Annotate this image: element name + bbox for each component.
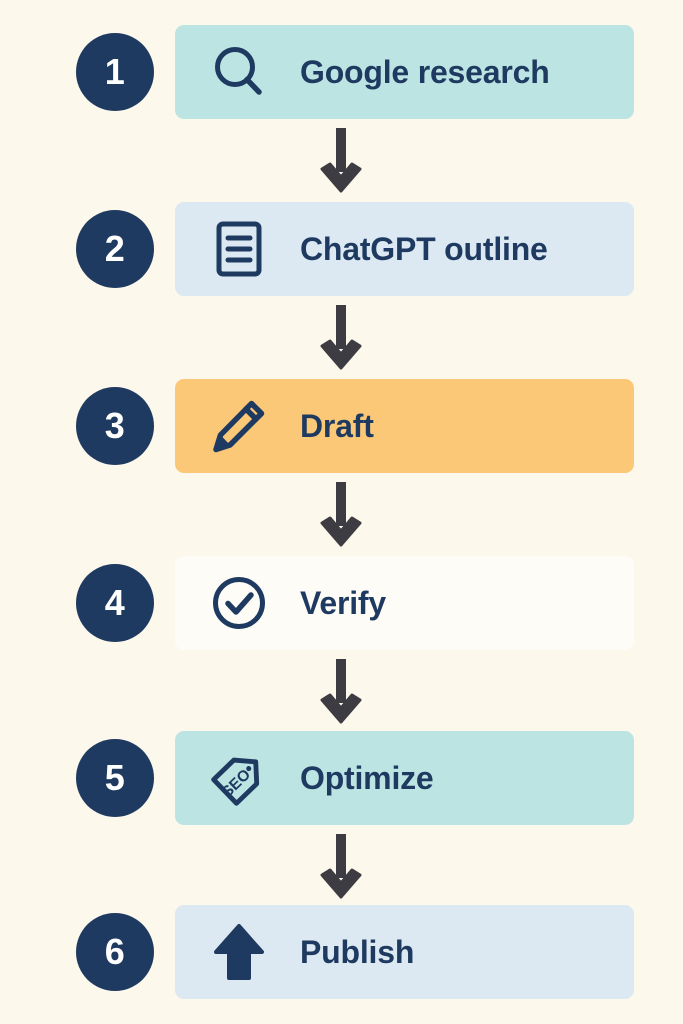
step-card-draft[interactable]: Draft	[175, 379, 634, 473]
connector-1-to-2	[317, 128, 365, 200]
connector-5-to-6	[317, 834, 365, 906]
step-number-1: 1	[104, 51, 126, 92]
step-label-2: ChatGPT outline	[300, 230, 548, 267]
step-number-3: 3	[104, 405, 126, 446]
step-number-4: 4	[104, 582, 126, 623]
step-label-3: Draft	[300, 407, 374, 444]
step-number-badge-4: 4	[76, 564, 154, 642]
step-label-5: Optimize	[300, 759, 434, 796]
connector-2-to-3	[317, 305, 365, 377]
step-row-1[interactable]: 1 Google research	[0, 25, 683, 119]
step-row-6[interactable]: 6 Publish	[0, 905, 683, 999]
step-card-publish[interactable]: Publish	[175, 905, 634, 999]
step-number-6: 6	[104, 931, 126, 972]
step-label-1: Google research	[300, 53, 550, 90]
step-card-chatgpt-outline[interactable]: ChatGPT outline	[175, 202, 634, 296]
step-card-google-research[interactable]: Google research	[175, 25, 634, 119]
magnifier-icon	[208, 41, 270, 103]
step-number-badge-6: 6	[76, 913, 154, 991]
arrow-up-icon	[208, 921, 270, 983]
seo-tag-icon: SEO	[208, 747, 270, 809]
document-lines-icon	[208, 218, 270, 280]
connector-3-to-4	[317, 482, 365, 554]
pencil-icon	[208, 395, 270, 457]
step-number-badge-1: 1	[76, 33, 154, 111]
step-row-3[interactable]: 3 Draft	[0, 379, 683, 473]
step-number-badge-5: 5	[76, 739, 154, 817]
step-card-verify[interactable]: Verify	[175, 556, 634, 650]
step-row-5[interactable]: 5 SEO Optimize	[0, 731, 683, 825]
check-circle-icon	[208, 572, 270, 634]
step-number-5: 5	[104, 757, 126, 798]
step-card-optimize[interactable]: SEO Optimize	[175, 731, 634, 825]
connector-4-to-5	[317, 659, 365, 731]
step-number-badge-3: 3	[76, 387, 154, 465]
step-number-badge-2: 2	[76, 210, 154, 288]
step-label-6: Publish	[300, 933, 415, 970]
step-label-4: Verify	[300, 584, 386, 621]
step-number-2: 2	[104, 228, 126, 269]
step-row-4[interactable]: 4 Verify	[0, 556, 683, 650]
step-row-2[interactable]: 2 ChatGPT outline	[0, 202, 683, 296]
